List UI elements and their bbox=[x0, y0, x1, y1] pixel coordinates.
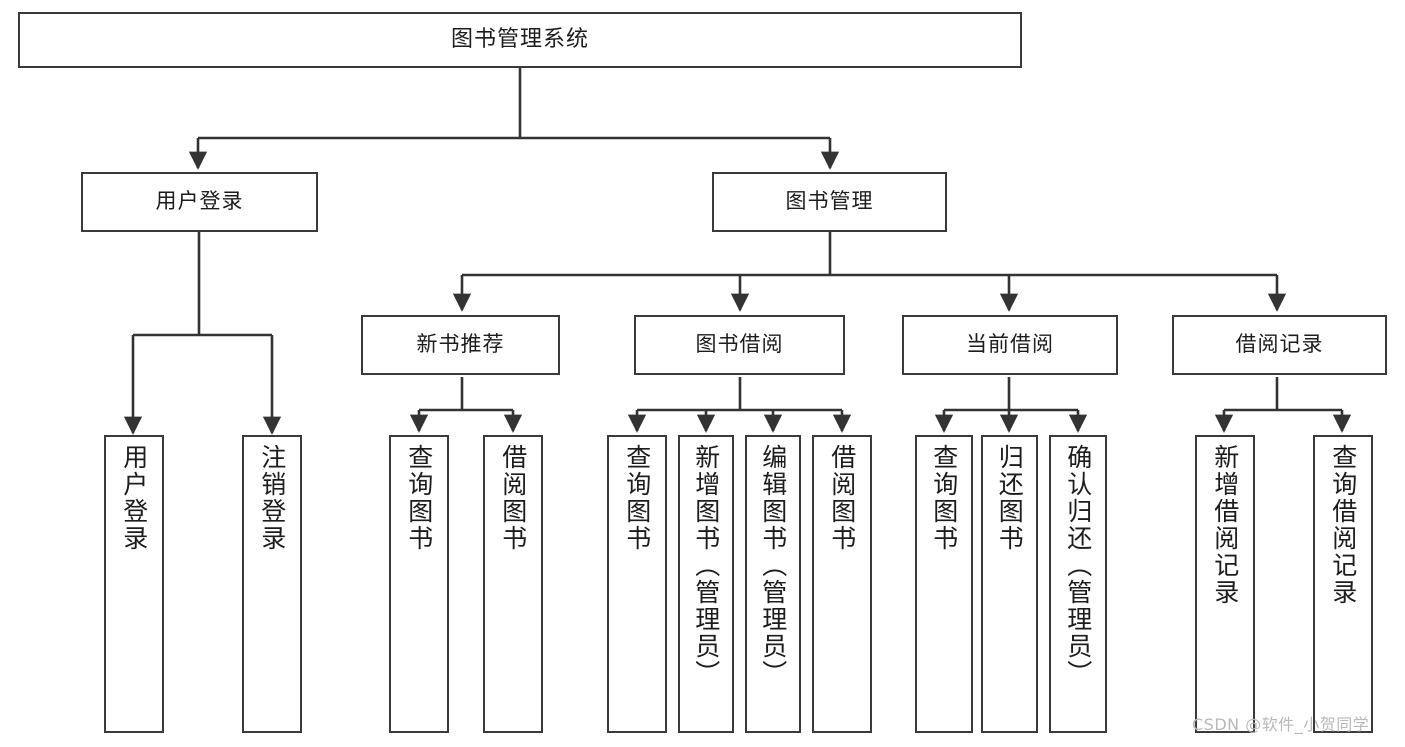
node-label: 图书借阅 bbox=[695, 332, 784, 357]
leaf-book-borrow-query[interactable]: 查询图书 bbox=[607, 435, 667, 733]
node-label: 查询图书 bbox=[929, 444, 959, 552]
leaf-borrow-record-add[interactable]: 新增借阅记录 bbox=[1195, 435, 1255, 733]
leaf-current-borrow-confirm-admin[interactable]: 确认归还（管理员） bbox=[1049, 435, 1107, 733]
leaf-current-borrow-query[interactable]: 查询图书 bbox=[915, 435, 973, 733]
leaf-new-book-query[interactable]: 查询图书 bbox=[389, 435, 449, 733]
node-label: 用户登录 bbox=[155, 189, 244, 214]
leaf-user-login-login[interactable]: 用户登录 bbox=[104, 435, 164, 733]
csdn-watermark: CSDN @软件_小贺同学 bbox=[1192, 715, 1370, 734]
leaf-borrow-record-query[interactable]: 查询借阅记录 bbox=[1313, 435, 1373, 733]
leaf-book-borrow-edit-admin[interactable]: 编辑图书（管理员） bbox=[745, 435, 801, 733]
leaf-book-borrow-borrow[interactable]: 借阅图书 bbox=[812, 435, 872, 733]
node-label: 查询借阅记录 bbox=[1328, 444, 1358, 606]
leaf-book-borrow-add-admin[interactable]: 新增图书（管理员） bbox=[678, 435, 734, 733]
node-label: 归还图书 bbox=[995, 444, 1025, 552]
node-user-login[interactable]: 用户登录 bbox=[81, 172, 318, 232]
node-label: 图书管理 bbox=[785, 189, 874, 214]
node-new-book-recommend[interactable]: 新书推荐 bbox=[361, 315, 560, 375]
node-label: 图书管理系统 bbox=[450, 27, 589, 53]
node-label: 查询图书 bbox=[404, 444, 434, 552]
node-label: 新增借阅记录 bbox=[1210, 444, 1240, 606]
leaf-current-borrow-return[interactable]: 归还图书 bbox=[981, 435, 1038, 733]
node-root-system[interactable]: 图书管理系统 bbox=[18, 12, 1022, 68]
node-label: 当前借阅 bbox=[966, 332, 1054, 357]
node-current-borrow[interactable]: 当前借阅 bbox=[902, 315, 1118, 375]
node-book-management[interactable]: 图书管理 bbox=[712, 172, 947, 232]
node-label: 注销登录 bbox=[257, 444, 287, 552]
node-book-borrow[interactable]: 图书借阅 bbox=[634, 315, 845, 375]
leaf-new-book-borrow[interactable]: 借阅图书 bbox=[483, 435, 543, 733]
node-label: 新增图书（管理员） bbox=[691, 444, 721, 687]
node-label: 确认归还（管理员） bbox=[1063, 444, 1093, 687]
node-label: 新书推荐 bbox=[416, 332, 505, 357]
node-label: 用户登录 bbox=[119, 444, 149, 552]
node-label: 借阅记录 bbox=[1235, 332, 1324, 357]
node-label: 借阅图书 bbox=[827, 444, 857, 552]
leaf-user-login-logout[interactable]: 注销登录 bbox=[242, 435, 302, 733]
node-label: 借阅图书 bbox=[498, 444, 528, 552]
node-borrow-record[interactable]: 借阅记录 bbox=[1172, 315, 1387, 375]
node-label: 查询图书 bbox=[622, 444, 652, 552]
node-label: 编辑图书（管理员） bbox=[758, 444, 788, 687]
